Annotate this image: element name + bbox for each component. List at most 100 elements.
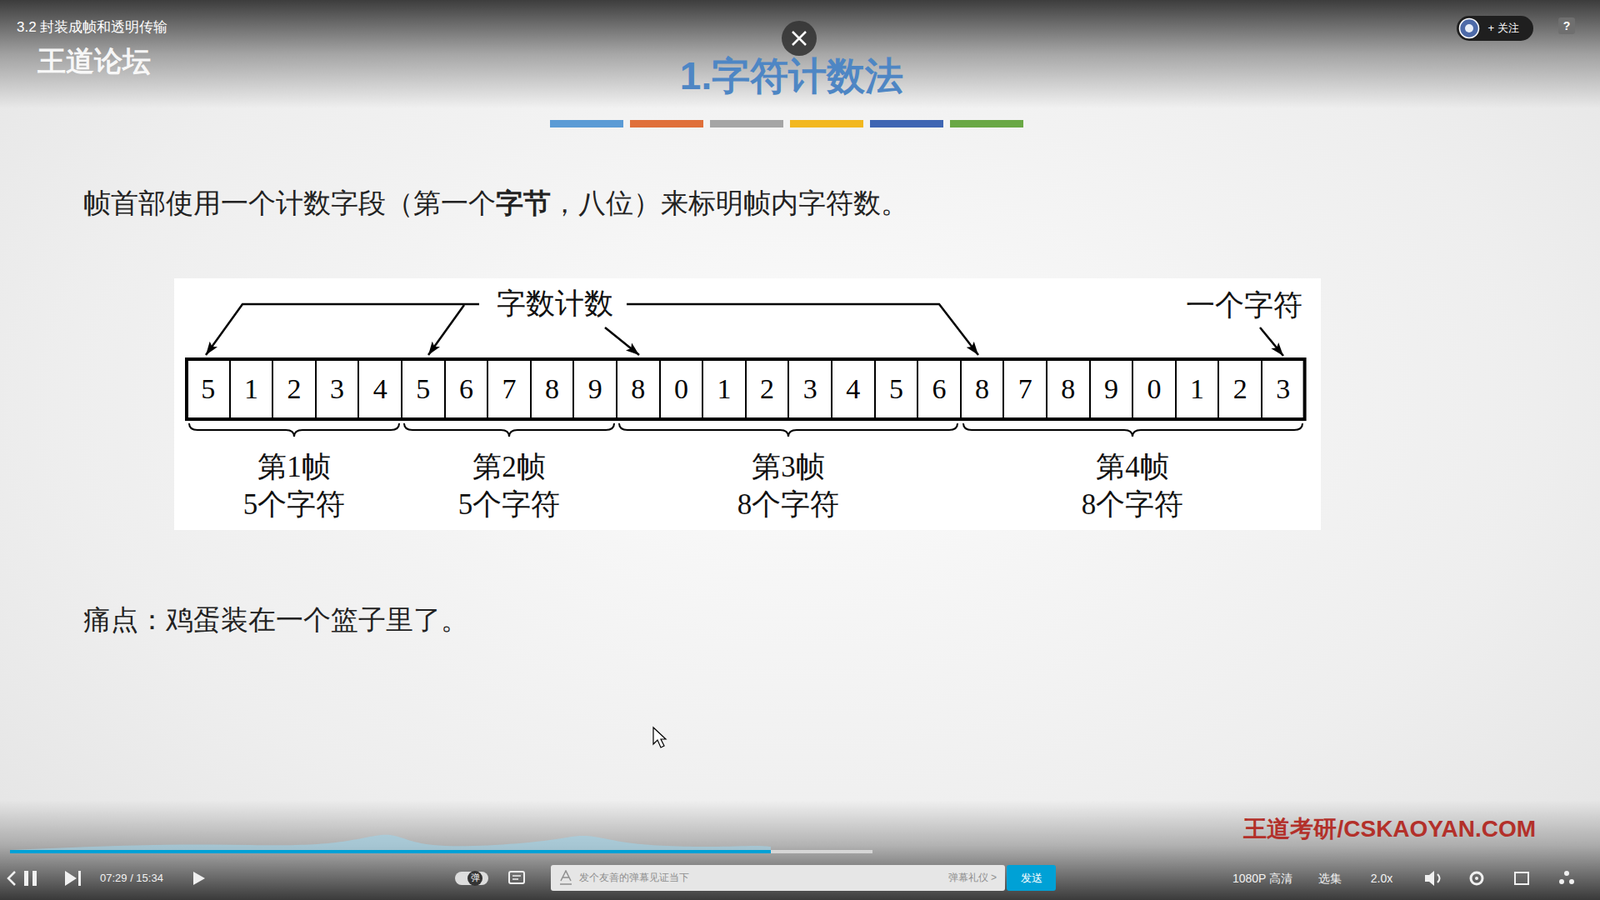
button-text: 发送 [1020,871,1043,885]
close-icon [792,31,806,45]
char-count: 8个字符 [737,487,840,523]
bold-term: 字节 [495,187,551,221]
quality-button: 1080P 高清 [1232,871,1293,886]
help-button [1558,17,1575,35]
toggle-text: 弹 [470,872,480,884]
body-sentence: 帧首部使用一个计数字段（第一个字节，八位）来标明帧内字符数。 [83,187,909,221]
top-shade [0,0,1600,109]
slide-title: 1.字符计数法 [680,53,904,100]
cell-value: 2 [286,372,301,407]
placeholder-text: 发个友善的弹幕见证当下 [579,871,690,884]
cell-value: 4 [845,372,860,407]
byte-cell: 3 [315,359,360,420]
cell-value: 5 [200,372,215,407]
annotation: 字数计数 [496,286,614,322]
button-text: + 关注 [1487,21,1519,35]
byte-cell: 9 [1089,359,1135,420]
byte-cell: 7 [1002,359,1048,420]
bottom-shade [0,800,1600,900]
frame-braces [189,423,1303,437]
byte-cell: 4 [830,359,876,420]
cell-value: 0 [1146,372,1161,407]
frame-name: 第1帧 [257,450,331,485]
byte-cell: 1 [229,359,275,420]
frame-outline [186,359,1305,420]
cell-value: 2 [1233,372,1248,407]
byte-cell: 7 [486,359,532,420]
send-button: 发送 [1006,865,1056,891]
cell-value: 9 [1104,372,1119,407]
byte-cell: 5 [874,359,920,420]
cell-value: 4 [373,372,388,407]
cell-value: 6 [459,372,474,407]
frame-name: 第4帧 [1095,450,1170,485]
cell-value: 1 [244,372,259,407]
close-button [781,20,817,56]
annotation: 一个字符 [1185,288,1303,324]
cell-value: 8 [975,372,990,407]
byte-cell: 0 [659,359,705,420]
note-text: 痛点：鸡蛋装在一个篮子里了。 [83,604,469,638]
cell-value: 1 [1190,372,1205,407]
leader-lines [205,304,1284,356]
byte-cell: 5 [185,359,231,420]
etiquette-link: 弹幕礼仪 > [948,871,997,884]
cell-value: 8 [1060,372,1075,407]
byte-cell: 8 [530,359,575,420]
byte-cell: 8 [1045,359,1091,420]
byte-cell: 3 [1260,359,1306,420]
speed-button: 2.0x [1370,871,1393,886]
figure-panel [174,278,1321,530]
episode-button: 选集 [1318,871,1342,886]
cell-value: 5 [415,372,430,407]
byte-cell: 2 [745,359,790,420]
progress-fill [10,850,771,854]
help-icon: ? [1563,19,1571,34]
video-title: 3.2 封装成帧和透明传输 [16,19,168,36]
byte-cell: 3 [787,359,833,420]
cell-value: 5 [889,372,904,407]
cell-value: 0 [674,372,689,407]
cell-value: 8 [630,372,645,407]
byte-cell: 1 [701,359,747,420]
cell-value: 7 [501,372,516,407]
watermark: 王道考研/CSKAOYAN.COM [1243,815,1536,844]
title-color-bars [550,120,1024,128]
byte-cell: 8 [615,359,661,420]
body-text: 帧首部使用一个计数字段（第一个 [83,187,496,221]
byte-cell: 8 [960,359,1005,420]
cell-value: 8 [545,372,560,407]
cell-value: 3 [803,372,818,407]
progress-waveform [10,835,771,850]
body-text: ，八位）来标明帧内字符数。 [550,187,909,221]
avatar-icon [1458,17,1480,40]
time-code: 07:29 / 15:34 [100,871,164,885]
byte-cell: 1 [1175,359,1220,420]
byte-cell: 5 [400,359,446,420]
cell-value: 3 [1275,372,1290,407]
byte-cell: 2 [1217,359,1263,420]
progress-track [10,850,873,854]
char-count: 8个字符 [1081,487,1185,523]
byte-cell: 4 [357,359,403,420]
byte-cell: 2 [271,359,317,420]
cell-value: 9 [588,372,603,407]
char-count: 5个字符 [243,487,346,523]
watermark: 王道论坛 [37,44,151,79]
cell-value: 2 [760,372,775,407]
comment-input: 发个友善的弹幕见证当下 弹幕礼仪 > [550,865,1005,891]
cell-value: 3 [330,372,345,407]
char-count: 5个字符 [458,487,561,523]
frame-name: 第3帧 [751,450,825,485]
cell-value: 1 [716,372,731,407]
byte-cell: 0 [1131,359,1177,420]
byte-cell: 6 [444,359,490,420]
cell-value: 7 [1018,372,1033,407]
follow-button: + 关注 [1456,15,1534,41]
byte-cell: 6 [916,359,962,420]
mouse-cursor [653,727,666,748]
frame-name: 第2帧 [472,450,546,485]
